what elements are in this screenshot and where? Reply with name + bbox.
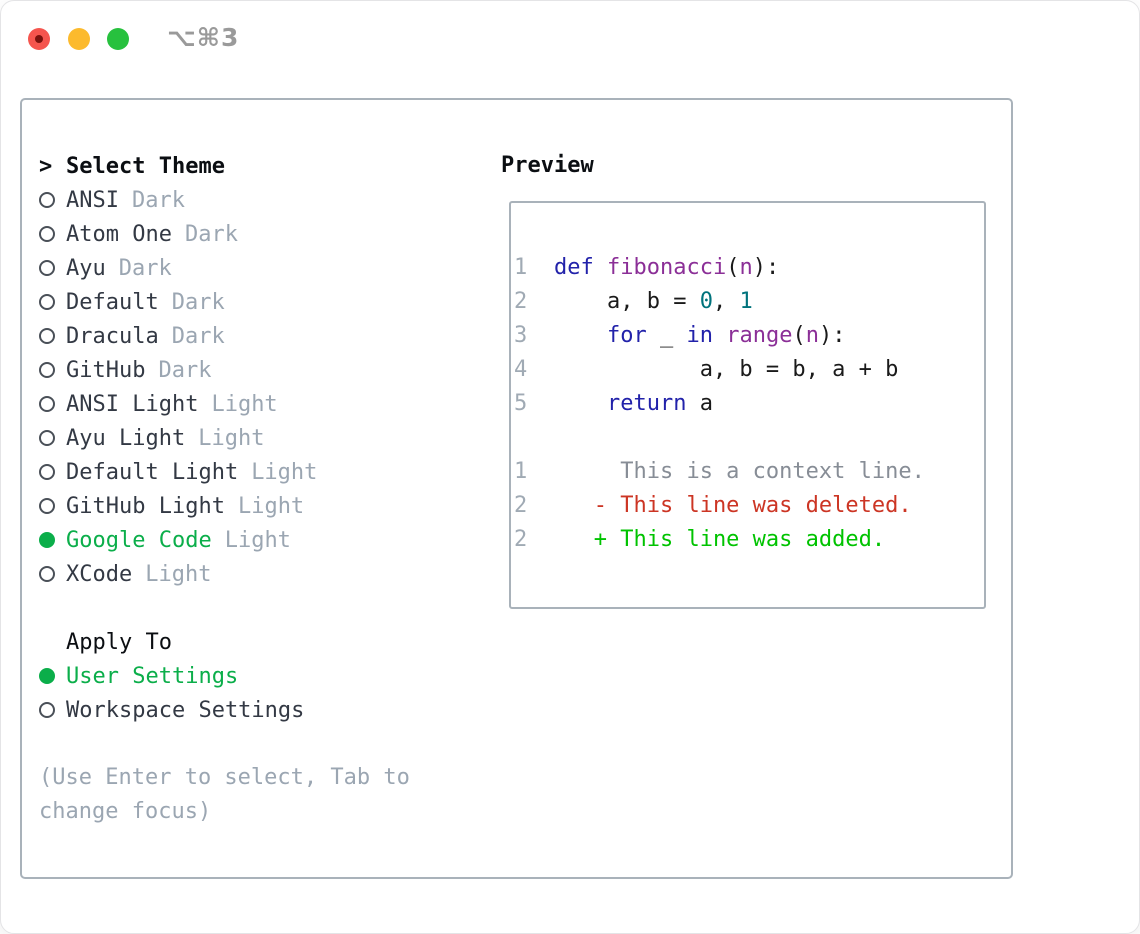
theme-item-default-light[interactable]: Default Light Light bbox=[39, 455, 479, 489]
line-number: 3 bbox=[514, 323, 528, 348]
code-text: for _ in range(n): bbox=[606, 323, 846, 348]
radio-unselected-icon bbox=[39, 192, 66, 208]
code-text: def fibonacci(n): bbox=[554, 255, 780, 280]
line-number: 1 bbox=[514, 459, 528, 484]
focus-caret-icon: > bbox=[39, 153, 53, 179]
theme-item-label: Default bbox=[66, 289, 159, 315]
theme-list-header: Select Theme bbox=[66, 153, 225, 179]
theme-item-label: Default Light bbox=[66, 459, 239, 485]
theme-item-variant: Dark bbox=[171, 323, 225, 349]
theme-item-variant: Light bbox=[145, 561, 212, 587]
diff-text: + This line was added. bbox=[554, 527, 886, 552]
zoom-button[interactable] bbox=[107, 28, 129, 50]
theme-item-label: GitHub Light bbox=[66, 493, 225, 519]
radio-selected-icon bbox=[39, 532, 66, 548]
theme-item-github[interactable]: GitHub Dark bbox=[39, 353, 479, 387]
theme-item-label: XCode bbox=[66, 561, 133, 587]
radio-unselected-icon bbox=[39, 294, 66, 310]
theme-item-dracula[interactable]: Dracula Dark bbox=[39, 319, 479, 353]
theme-item-label: Ayu bbox=[66, 255, 106, 281]
line-number: 2 bbox=[514, 289, 528, 314]
unsaved-dot-icon bbox=[35, 35, 43, 43]
window-title: ⌥⌘3 bbox=[167, 23, 240, 52]
theme-item-ansi[interactable]: ANSI Dark bbox=[39, 183, 479, 217]
theme-item-label: Google Code bbox=[66, 527, 212, 553]
radio-unselected-icon bbox=[39, 702, 66, 718]
theme-item-label: ANSI Light bbox=[66, 391, 199, 417]
code-line: 1 def fibonacci(n): bbox=[514, 251, 984, 285]
diff-line-context: 1 This is a context line. bbox=[514, 455, 984, 489]
minimize-button[interactable] bbox=[68, 28, 90, 50]
line-number: 5 bbox=[514, 391, 528, 416]
theme-item-label: ANSI bbox=[66, 187, 119, 213]
code-line: 5 return a bbox=[514, 387, 984, 421]
radio-unselected-icon bbox=[39, 260, 66, 276]
theme-item-ayu[interactable]: Ayu Dark bbox=[39, 251, 479, 285]
code-text: a, b = 0, 1 bbox=[554, 289, 753, 314]
theme-item-variant: Light bbox=[198, 425, 265, 451]
radio-unselected-icon bbox=[39, 464, 66, 480]
theme-item-ansi-light[interactable]: ANSI Light Light bbox=[39, 387, 479, 421]
code-line: 2 a, b = 0, 1 bbox=[514, 285, 984, 319]
theme-item-label: Ayu Light bbox=[66, 425, 186, 451]
theme-item-variant: Dark bbox=[131, 187, 185, 213]
apply-option-label: User Settings bbox=[66, 663, 239, 689]
theme-item-variant: Light bbox=[237, 493, 305, 519]
theme-item-ayu-light[interactable]: Ayu Light Light bbox=[39, 421, 479, 455]
theme-item-label: Dracula bbox=[66, 323, 159, 349]
line-number: 1 bbox=[514, 255, 528, 280]
line-number: 2 bbox=[514, 527, 528, 552]
apply-option-workspace-settings[interactable]: Workspace Settings bbox=[39, 693, 479, 727]
code-text: a, b = b, a + b bbox=[554, 357, 899, 382]
close-button[interactable] bbox=[28, 28, 50, 50]
theme-item-variant: Dark bbox=[158, 357, 212, 383]
theme-item-default[interactable]: Default Dark bbox=[39, 285, 479, 319]
theme-item-variant: Dark bbox=[171, 289, 225, 315]
theme-item-variant: Dark bbox=[118, 255, 172, 281]
theme-item-variant: Dark bbox=[184, 221, 238, 247]
line-number: 4 bbox=[514, 357, 528, 382]
radio-unselected-icon bbox=[39, 362, 66, 378]
radio-unselected-icon bbox=[39, 566, 66, 582]
theme-item-label: Atom One bbox=[66, 221, 172, 247]
theme-item-github-light[interactable]: GitHub Light Light bbox=[39, 489, 479, 523]
apply-to-header-row: Apply To bbox=[39, 625, 479, 659]
theme-item-label: GitHub bbox=[66, 357, 146, 383]
line-number: 2 bbox=[514, 493, 528, 518]
radio-unselected-icon bbox=[39, 226, 66, 242]
radio-unselected-icon bbox=[39, 498, 66, 514]
diff-text: - This line was deleted. bbox=[554, 493, 912, 518]
theme-item-variant: Light bbox=[251, 459, 318, 485]
radio-selected-icon bbox=[39, 668, 66, 684]
radio-unselected-icon bbox=[39, 328, 66, 344]
diff-line-deleted: 2 - This line was deleted. bbox=[514, 489, 984, 523]
theme-item-xcode[interactable]: XCode Light bbox=[39, 557, 479, 591]
diff-line-added: 2 + This line was added. bbox=[514, 523, 984, 557]
diff-preview: 1 This is a context line.2 - This line w… bbox=[514, 455, 984, 557]
hint-text: (Use Enter to select, Tab to change focu… bbox=[39, 765, 410, 824]
theme-item-variant: Light bbox=[224, 527, 291, 553]
radio-unselected-icon bbox=[39, 396, 66, 412]
apply-option-label: Workspace Settings bbox=[66, 697, 305, 723]
theme-item-atom-one[interactable]: Atom One Dark bbox=[39, 217, 479, 251]
theme-item-google-code[interactable]: Google Code Light bbox=[39, 523, 479, 557]
diff-text: This is a context line. bbox=[554, 459, 925, 484]
theme-item-variant: Light bbox=[211, 391, 278, 417]
code-text: return a bbox=[606, 391, 713, 416]
preview-header: Preview bbox=[501, 153, 594, 178]
code-line: 4 a, b = b, a + b bbox=[514, 353, 984, 387]
theme-list-header-row: > Select Theme bbox=[39, 149, 479, 183]
apply-to-header: Apply To bbox=[66, 629, 172, 655]
radio-unselected-icon bbox=[39, 430, 66, 446]
code-line: 3 for _ in range(n): bbox=[514, 319, 984, 353]
apply-option-user-settings[interactable]: User Settings bbox=[39, 659, 479, 693]
